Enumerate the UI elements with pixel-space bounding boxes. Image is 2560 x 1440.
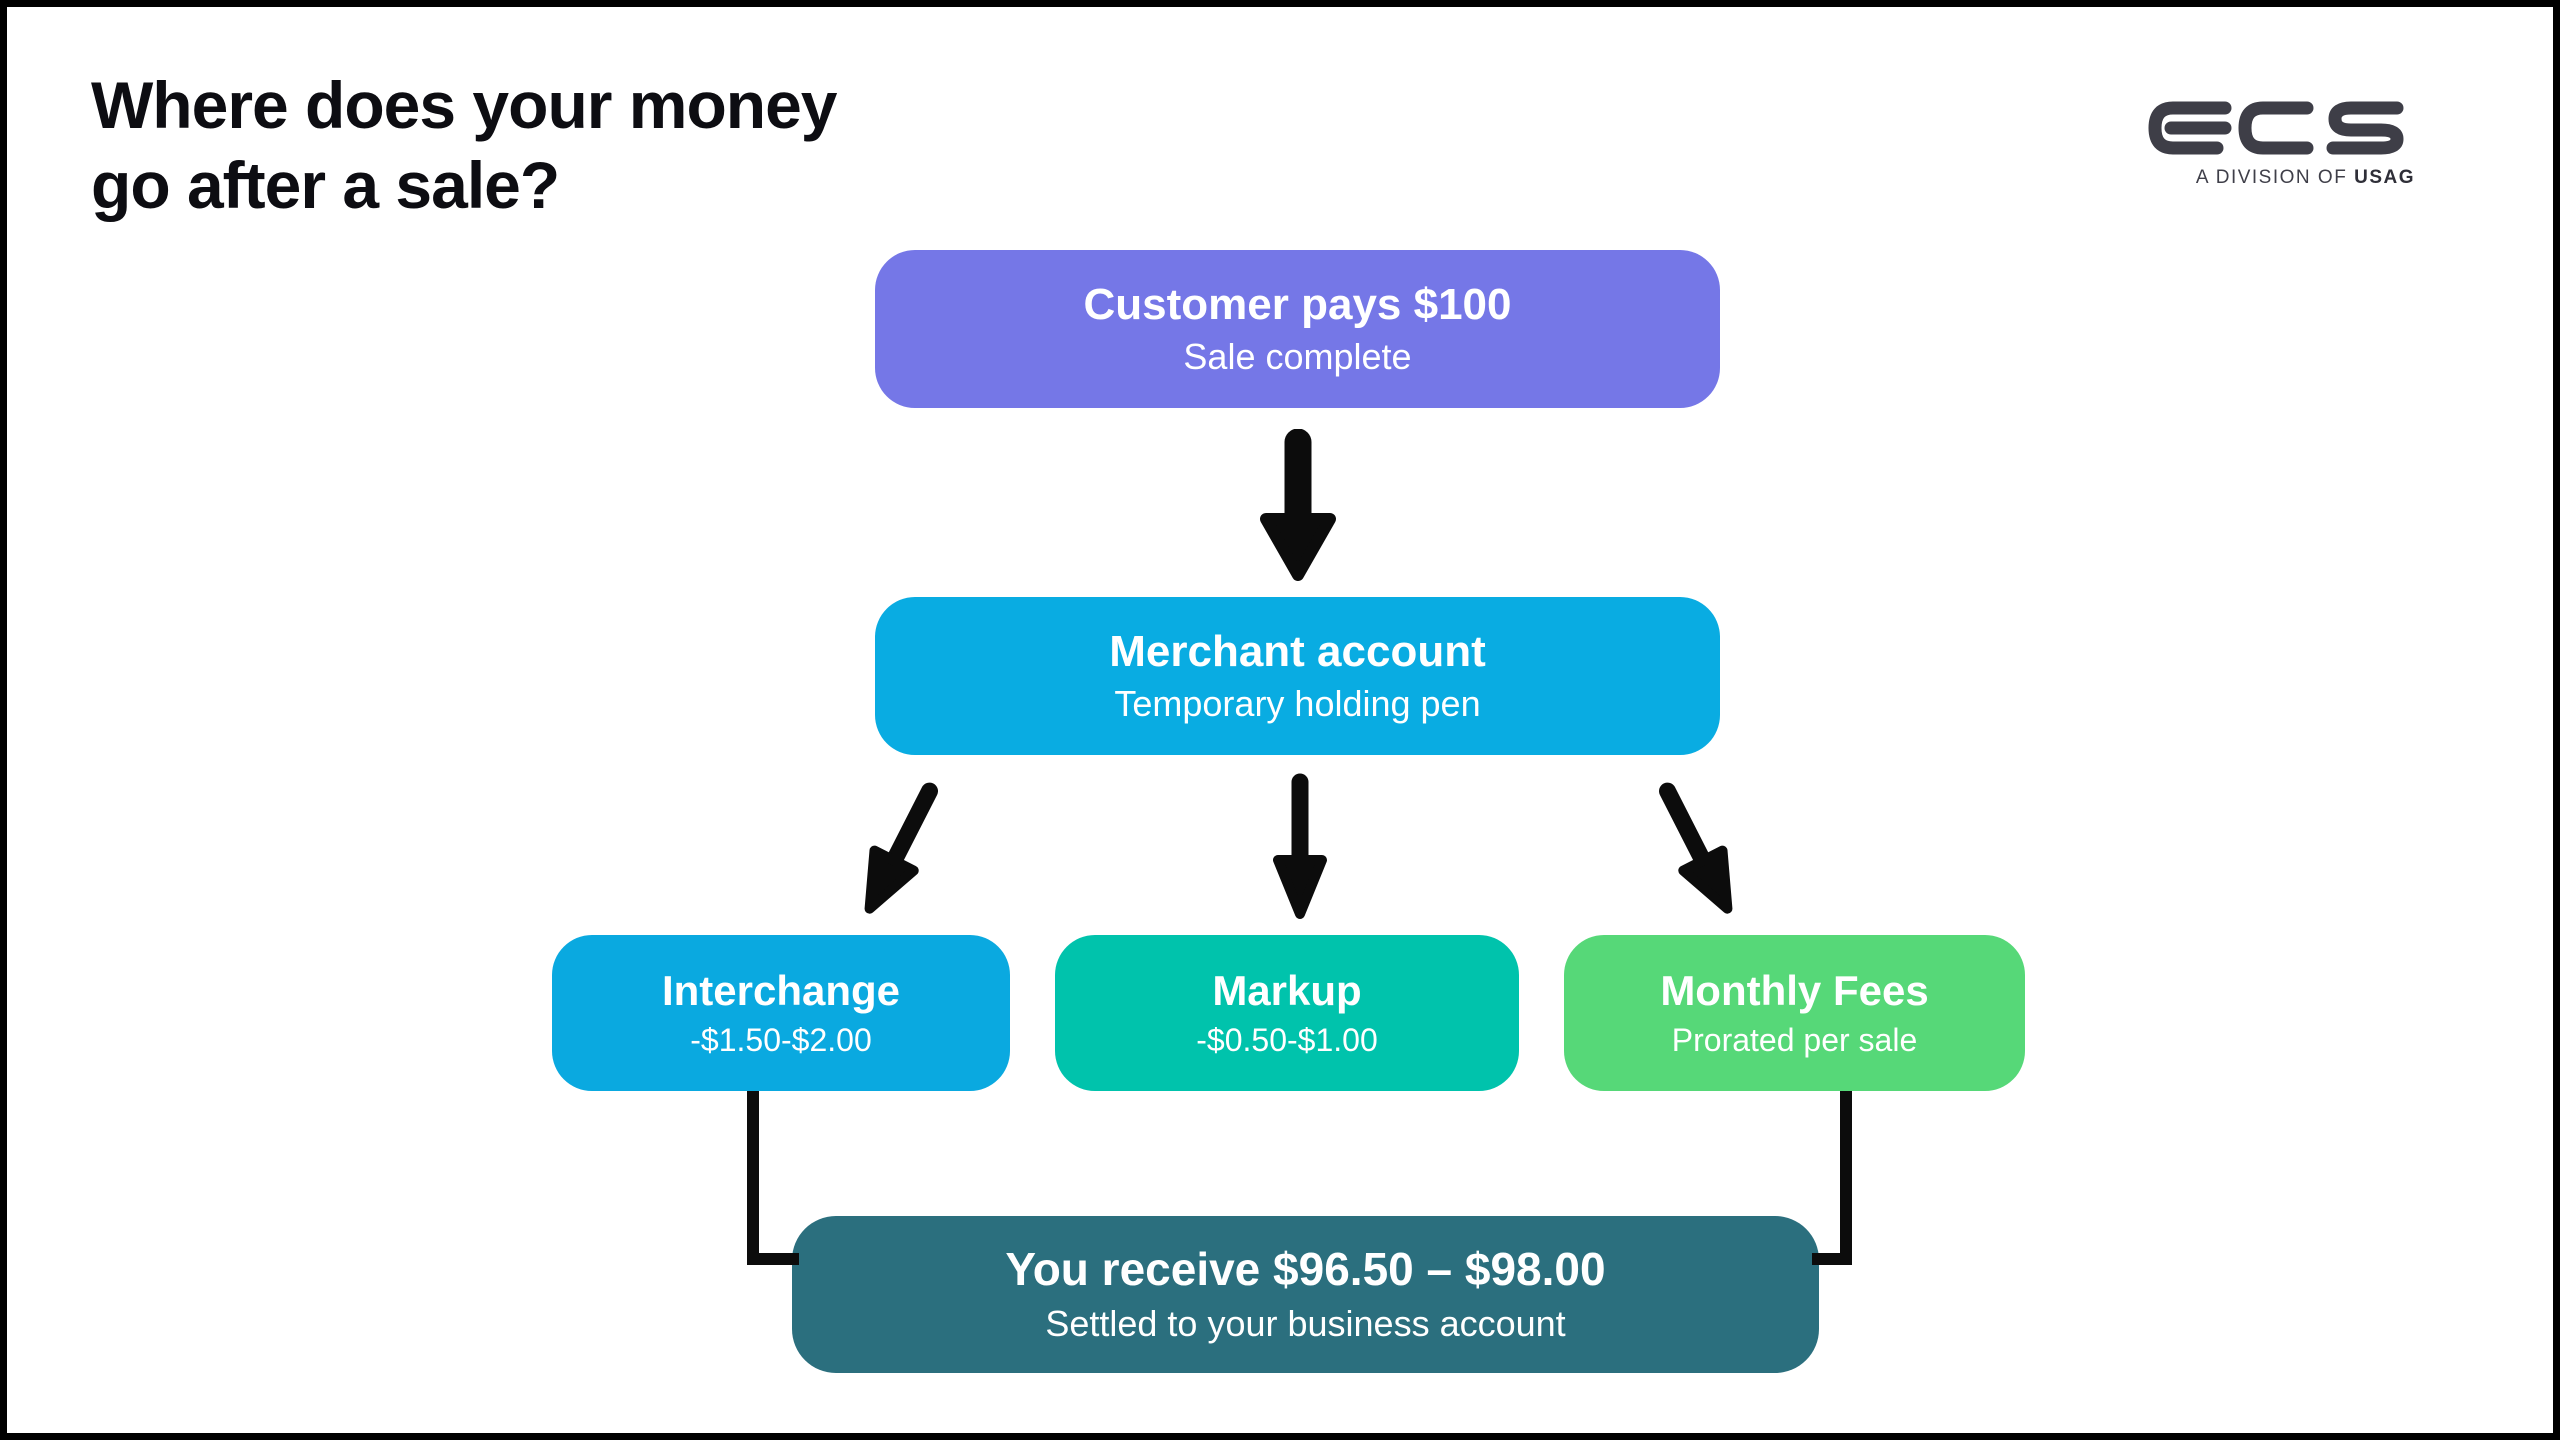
node-markup-title: Markup xyxy=(1212,967,1362,1015)
node-monthly-fees-title: Monthly Fees xyxy=(1660,967,1929,1015)
node-interchange-title: Interchange xyxy=(661,967,901,1015)
arrow-merchant-to-interchange-icon xyxy=(864,782,939,914)
node-merchant-account: Merchant account Temporary holding pen xyxy=(875,597,1720,755)
node-customer-pays: Customer pays $100 Sale complete xyxy=(875,250,1720,408)
node-interchange: Interchange -$1.50-$2.00 xyxy=(552,935,1010,1091)
ecs-logo-brand-text: ecs xyxy=(2415,97,2416,98)
node-customer-title: Customer pays $100 xyxy=(1083,279,1512,329)
logo-tagline-brand: USAG xyxy=(2354,167,2415,188)
node-markup-subtitle: -$0.50-$1.00 xyxy=(1196,1021,1378,1058)
page-title: Where does your money go after a sale? xyxy=(91,65,838,225)
page-title-line1: Where does your money xyxy=(91,68,838,142)
node-interchange-subtitle: -$1.50-$2.00 xyxy=(690,1021,872,1058)
connector-interchange-horizontal xyxy=(747,1253,799,1265)
node-markup: Markup -$0.50-$1.00 xyxy=(1055,935,1519,1091)
node-merchant-title: Merchant account xyxy=(1109,626,1486,676)
connector-monthly-fees-vertical xyxy=(1840,1091,1852,1265)
ecs-logo-icon xyxy=(2148,101,2404,155)
node-merchant-subtitle: Temporary holding pen xyxy=(1114,683,1481,725)
logo-tagline: A DIVISION OF USAG xyxy=(2143,167,2415,189)
node-monthly-fees-subtitle: Prorated per sale xyxy=(1671,1021,1918,1058)
arrow-customer-to-merchant-icon xyxy=(1260,429,1336,581)
arrow-merchant-to-monthly-fees-icon xyxy=(1658,782,1733,914)
page-title-line2: go after a sale? xyxy=(91,148,560,222)
node-you-receive-subtitle: Settled to your business account xyxy=(1045,1303,1566,1345)
logo-tagline-prefix: A DIVISION OF xyxy=(2195,167,2348,188)
connector-interchange-vertical xyxy=(747,1091,759,1265)
node-monthly-fees: Monthly Fees Prorated per sale xyxy=(1564,935,2025,1091)
ecs-logo: ecs A DIVISION OF USAG xyxy=(2143,97,2415,189)
node-customer-subtitle: Sale complete xyxy=(1183,336,1412,378)
connector-monthly-fees-horizontal xyxy=(1812,1253,1852,1265)
node-you-receive-title: You receive $96.50 – $98.00 xyxy=(1005,1243,1606,1296)
arrow-merchant-to-markup-icon xyxy=(1273,773,1327,919)
node-you-receive: You receive $96.50 – $98.00 Settled to y… xyxy=(792,1216,1819,1373)
